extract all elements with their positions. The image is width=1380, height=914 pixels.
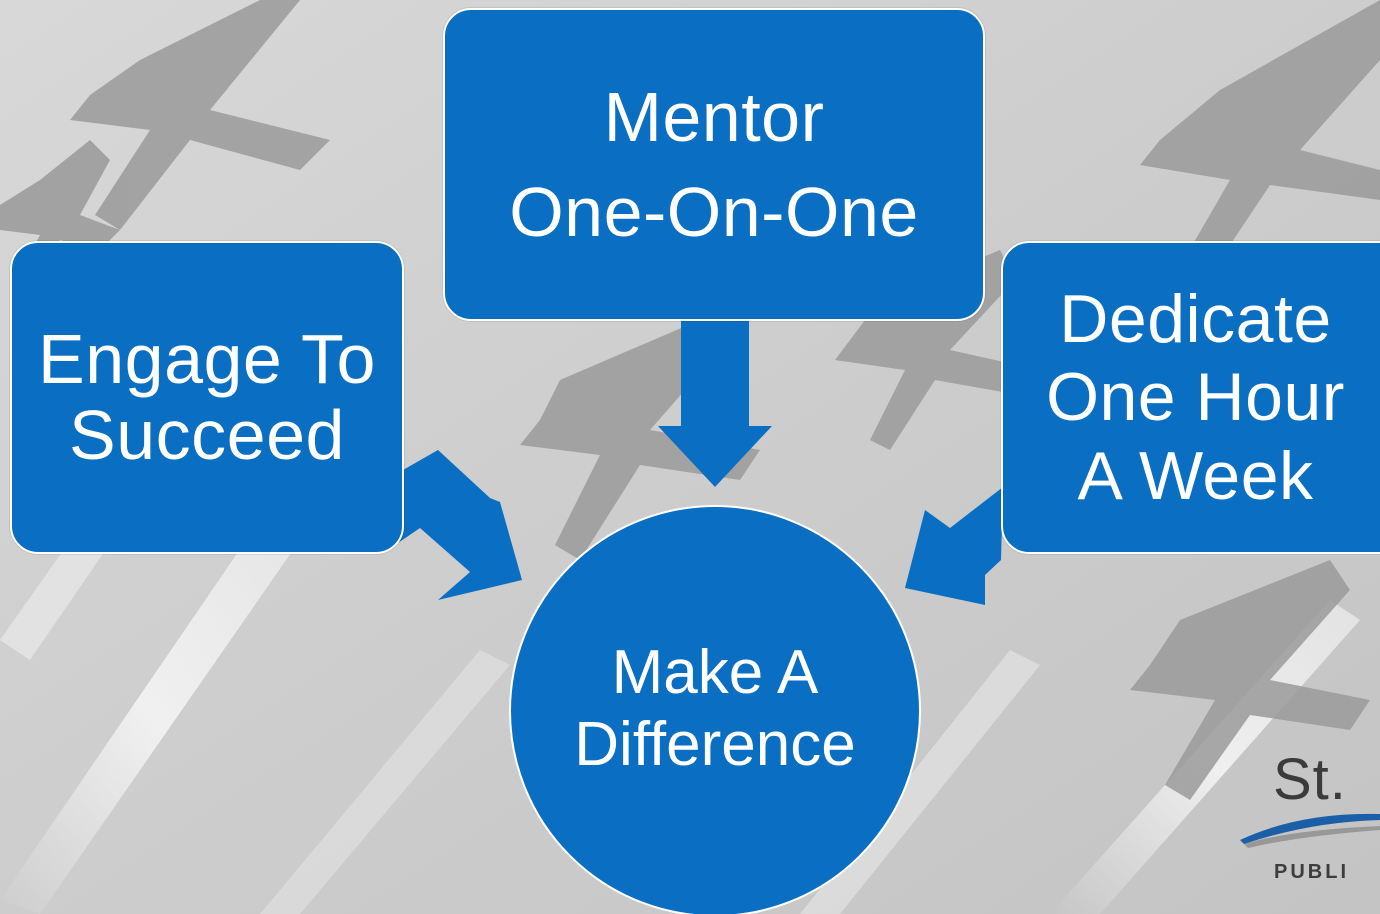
engage-box: Engage To Succeed <box>10 241 404 554</box>
mentor-box: Mentor One-On-One <box>443 8 985 321</box>
engage-line-2: Succeed <box>69 395 345 474</box>
mentor-line-2: One-On-One <box>509 172 919 251</box>
dedicate-box: Dedicate One Hour A Week <box>1001 241 1380 554</box>
difference-circle: Make A Difference <box>509 505 921 914</box>
logo-swoosh-icon <box>1240 813 1380 848</box>
dedicate-line-3: A Week <box>1077 437 1314 514</box>
logo-text-bottom: PUBLI <box>1274 861 1349 883</box>
mentor-line-1: Mentor <box>603 78 825 156</box>
difference-line-2: Difference <box>574 709 856 779</box>
difference-line-1: Make A <box>611 638 819 707</box>
logo-text-top: St. <box>1273 747 1347 812</box>
dedicate-line-1: Dedicate <box>1059 281 1332 358</box>
dedicate-line-2: One Hour <box>1046 359 1345 436</box>
logo: St. PUBLI <box>1230 740 1380 910</box>
engage-line-1: Engage To <box>38 319 376 398</box>
